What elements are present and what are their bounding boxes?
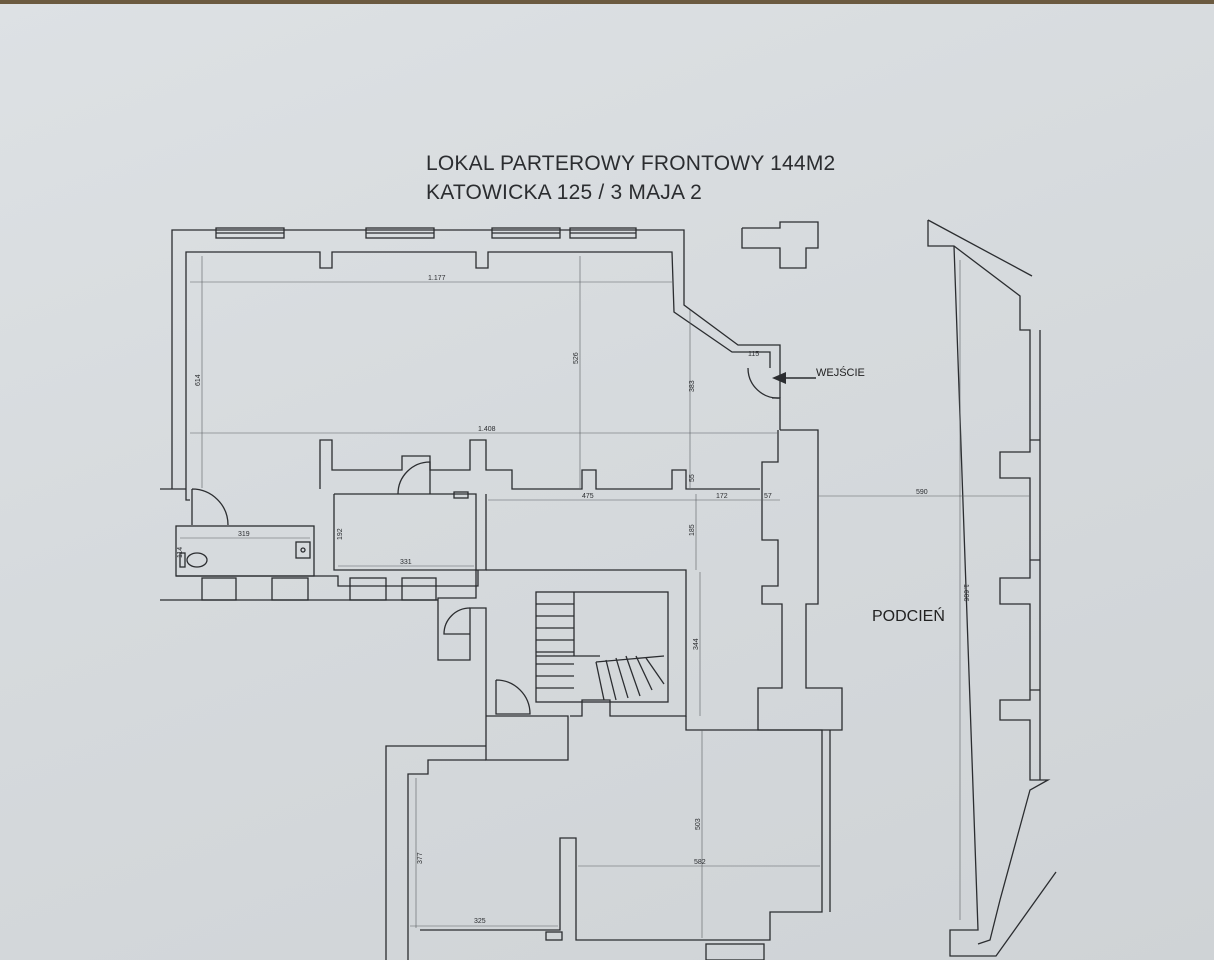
sink-icon <box>295 541 311 559</box>
dim-label-55: 55 <box>689 474 696 482</box>
wall-back-room-outer <box>385 745 486 960</box>
dim-label-503: 503 <box>695 818 702 830</box>
dim-label-377: 377 <box>417 852 424 864</box>
wall-mid-upper <box>319 439 760 490</box>
window-back <box>705 943 765 960</box>
entrance-label: WEJŚCIE <box>816 366 865 379</box>
dim-label-526: 526 <box>573 352 580 364</box>
arcade-wall-stepped <box>927 220 1051 945</box>
dim-label-115: 115 <box>748 351 759 358</box>
dim-label-1408: 1.408 <box>478 426 496 433</box>
dim-label-331: 331 <box>400 559 412 566</box>
entrance-jamb <box>772 397 781 430</box>
dim-label-1177: 1.177 <box>428 275 446 282</box>
wall-top-inner <box>185 251 771 489</box>
plan-title: LOKAL PARTEROWY FRONTOWY 144M2 <box>426 152 836 175</box>
window-row-bottom <box>201 577 437 601</box>
dim-label-325: 325 <box>474 918 486 925</box>
corridor-door <box>443 607 471 635</box>
dim-label-114: 114 <box>177 547 184 558</box>
entrance-door-arc <box>747 367 781 399</box>
wall-mid-upper-inner <box>185 489 190 501</box>
dim-label-383: 383 <box>689 380 696 392</box>
wall-back-room-right <box>420 716 823 941</box>
dim-label-319: 319 <box>238 531 250 538</box>
chimney-block <box>741 221 819 269</box>
dim-label-1606: 1.606 <box>962 584 969 602</box>
toilet-tank-icon <box>179 552 186 568</box>
wall-bottom-left-inner <box>176 570 479 587</box>
arcade-inner-wall <box>949 245 1057 957</box>
dim-label-172: 172 <box>716 493 728 500</box>
dim-label-344: 344 <box>693 638 700 650</box>
staircase <box>535 591 669 703</box>
wall-back-room-inner <box>407 759 486 960</box>
dim-label-590: 590 <box>916 489 928 496</box>
dim-label-192: 192 <box>337 528 344 540</box>
vent-icon <box>453 491 469 499</box>
photo-edge <box>0 0 1214 4</box>
storage-door <box>495 679 531 715</box>
wall-top-outer <box>171 229 781 489</box>
entrance-arrow <box>772 372 816 384</box>
dim-label-475: 475 <box>582 493 594 500</box>
wall-right-stepped <box>757 429 843 731</box>
vent-icon-2 <box>545 931 563 941</box>
arcade-outer-wall <box>927 219 1033 277</box>
dim-label-185: 185 <box>689 524 696 536</box>
plan-address: KATOWICKA 125 / 3 MAJA 2 <box>426 181 702 204</box>
wall-corridor-right <box>486 569 687 717</box>
dim-label-582: 582 <box>694 859 706 866</box>
arcade-label: PODCIEŃ <box>872 606 945 625</box>
dim-label-614: 614 <box>195 374 202 386</box>
room-small-door <box>397 461 431 495</box>
toilet-bowl-icon <box>186 552 208 568</box>
wc-door <box>191 488 229 526</box>
window-row-top <box>215 227 637 239</box>
wall-corridor-left <box>437 494 569 761</box>
dim-label-57: 57 <box>764 493 772 500</box>
